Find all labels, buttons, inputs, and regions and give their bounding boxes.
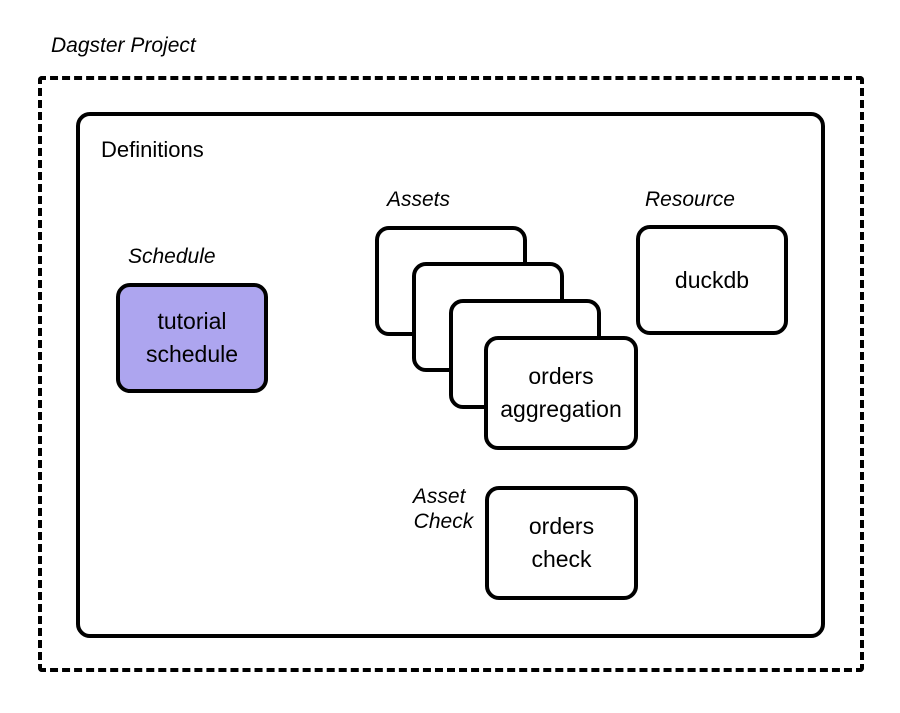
definitions-title: Definitions — [101, 137, 204, 162]
asset-node-label-line2: aggregation — [500, 396, 622, 422]
schedule-node-label-line2: schedule — [145, 341, 239, 367]
asset-check-group-label: Asset Check — [402, 459, 473, 534]
asset-check-group-label-line2: Check — [413, 510, 474, 533]
project-title: Dagster Project — [51, 34, 196, 57]
asset-check-group-label-line1: Asset — [412, 485, 466, 508]
asset-node-orders-aggregation[interactable]: orders aggregation — [484, 336, 638, 450]
schedule-group-label: Schedule — [128, 245, 216, 268]
asset-check-node-label-line2: check — [531, 546, 592, 572]
asset-check-node-label-line1: orders — [528, 513, 595, 539]
schedule-node-tutorial-schedule[interactable]: tutorial schedule — [116, 283, 268, 393]
asset-check-node-orders-check[interactable]: orders check — [485, 486, 638, 600]
resource-node-label: duckdb — [674, 266, 750, 293]
schedule-node-label-line1: tutorial — [157, 308, 227, 334]
project-container — [38, 76, 864, 672]
resource-node-duckdb[interactable]: duckdb — [636, 225, 788, 335]
assets-group-label: Assets — [387, 188, 451, 211]
asset-node-label-line1: orders — [528, 363, 594, 389]
resource-group-label: Resource — [645, 188, 735, 211]
